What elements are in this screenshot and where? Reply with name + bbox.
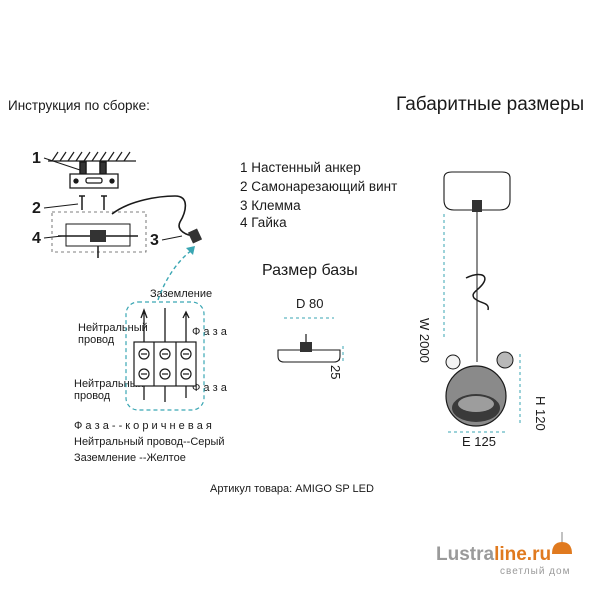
assembly-title: Инструкция по сборке: xyxy=(8,98,150,113)
article-label: Артикул товара: AMIGO SP LED xyxy=(210,483,374,495)
callout-leaders xyxy=(43,157,183,241)
neutral-label-1: Нейтральный провод xyxy=(78,322,148,346)
base-d-label: D 80 xyxy=(296,296,324,311)
mounting-bracket xyxy=(69,173,119,189)
lamp-cable-coil xyxy=(465,273,489,311)
legend-item-3: 3 Клемма xyxy=(240,198,301,213)
canopy-base xyxy=(51,211,147,258)
callout-3: 3 xyxy=(150,232,159,249)
wire-color-phase: Ф а з а - - к о р и ч н е в а я xyxy=(74,420,212,432)
lamp-body xyxy=(445,351,514,427)
lamp-e-label: E 125 xyxy=(462,434,496,449)
logo-brand-b: line.ru xyxy=(494,544,552,565)
callout-4: 4 xyxy=(32,230,41,247)
lamp-canopy xyxy=(443,171,511,212)
terminal-wires xyxy=(140,308,190,402)
screws xyxy=(79,195,107,210)
ground-label: Заземление xyxy=(150,288,213,300)
anchors xyxy=(79,161,107,175)
site-logo: Lustraline.ru xyxy=(436,544,551,566)
supply-cable xyxy=(111,195,197,237)
ceiling-hatch xyxy=(48,151,136,162)
terminal-block xyxy=(133,341,197,387)
wiring-arrow xyxy=(157,249,193,301)
logo-tagline: светлый дом xyxy=(500,566,571,577)
legend-item-4: 4 Гайка xyxy=(240,215,287,230)
phase-label-2: Ф а з а xyxy=(192,382,227,394)
callout-1: 1 xyxy=(32,150,41,167)
logo-brand-a: Lustra xyxy=(436,544,495,565)
dimensions-title: Габаритные размеры xyxy=(396,94,585,115)
terminal-3 xyxy=(187,228,203,244)
callout-2: 2 xyxy=(32,200,41,217)
wire-color-neutral: Нейтральный провод--Серый xyxy=(74,436,225,448)
phase-label-1: Ф а з а xyxy=(192,326,227,338)
wire-color-ground: Заземление --Желтое xyxy=(74,452,186,464)
wiring-box xyxy=(125,301,205,411)
legend-item-2: 2 Самонарезающий винт xyxy=(240,179,398,194)
base-drawing xyxy=(277,317,344,364)
logo-lamp-icon xyxy=(552,532,572,554)
base-title: Размер базы xyxy=(262,262,358,279)
legend-item-1: 1 Настенный анкер xyxy=(240,160,361,175)
